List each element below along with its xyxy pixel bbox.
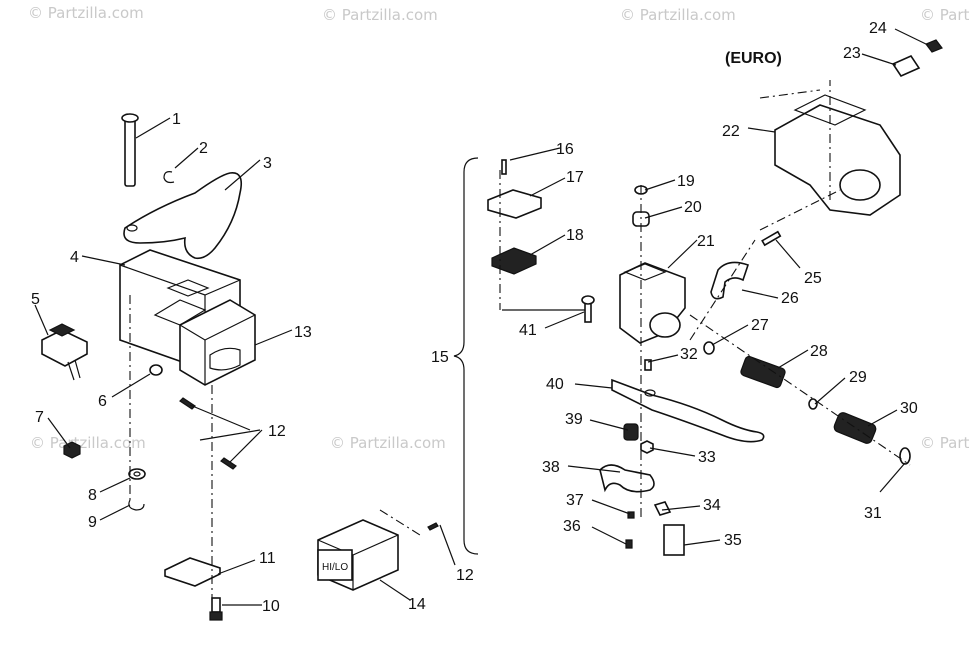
- part-washer-29: [808, 398, 818, 410]
- callout-37: 37: [566, 492, 584, 509]
- callout-31: 31: [864, 505, 882, 522]
- callout-16: 16: [556, 141, 574, 158]
- part-cover-11: [164, 557, 221, 587]
- callout-34: 34: [703, 497, 721, 514]
- euro-label: (EURO): [725, 50, 782, 67]
- callout-39: 39: [565, 411, 583, 428]
- callout-41: 41: [519, 322, 537, 339]
- part-spring-28: [740, 355, 786, 389]
- callout-13: 13: [294, 324, 312, 341]
- part-seal-31: [899, 447, 911, 465]
- watermark: © Partzilla.com: [330, 434, 446, 452]
- part-nut-33: [640, 440, 654, 454]
- part-switch-34: [653, 501, 672, 516]
- callout-11: 11: [259, 550, 276, 567]
- part-plate-35: [663, 524, 685, 556]
- part-washer-27: [703, 341, 715, 355]
- part-piston-30: [833, 412, 877, 444]
- watermark: © Partzilla.com: [28, 4, 144, 22]
- callout-38: 38: [542, 459, 560, 476]
- part-nut-7: [63, 441, 81, 459]
- part-diaphragm-18: [491, 247, 537, 275]
- callout-1: 1: [172, 111, 181, 128]
- part-screw-16: [501, 159, 507, 175]
- callout-32: 32: [680, 346, 698, 363]
- callout-15: 15: [431, 349, 449, 366]
- watermark: © Partzilla.com: [920, 6, 970, 24]
- part-master-cylinder-21: [619, 262, 686, 344]
- callout-12: 12: [268, 423, 286, 440]
- callout-18: 18: [566, 227, 584, 244]
- part-cap-24: [925, 39, 943, 53]
- callout-40: 40: [546, 376, 564, 393]
- callout-28: 28: [810, 343, 828, 360]
- part-clamp-26: [710, 261, 750, 300]
- callout-17: 17: [566, 169, 584, 186]
- callout-labels: 1 2 3 4 5 6 7 8 9 10 11 12 12 13 14 15 1…: [31, 20, 918, 615]
- callout-29: 29: [849, 369, 867, 386]
- part-bolt-41: [581, 295, 595, 323]
- callout-12: 12: [456, 567, 474, 584]
- callout-35: 35: [724, 532, 742, 549]
- part-bracket-38: [599, 464, 655, 493]
- part-pin-32: [644, 359, 652, 371]
- part-nut-37: [627, 511, 635, 519]
- part-fitting-23: [891, 54, 921, 78]
- callout-4: 4: [70, 249, 79, 266]
- callout-20: 20: [684, 199, 702, 216]
- part-washer-8: [128, 468, 146, 480]
- watermark: © Partzilla.com: [620, 6, 736, 24]
- part-master-cylinder-22: [774, 94, 901, 216]
- part-cover-17: [487, 189, 542, 219]
- part-screw-36: [625, 539, 633, 549]
- callout-19: 19: [677, 173, 695, 190]
- part-screw-12: [179, 397, 196, 410]
- callout-22: 22: [722, 123, 740, 140]
- part-switch-5: [41, 323, 88, 381]
- callout-5: 5: [31, 291, 40, 308]
- part-clip-2: [163, 171, 175, 184]
- part-switch-box-14: HI/LO: [317, 519, 399, 591]
- watermark: © Partzilla.com: [322, 6, 438, 24]
- callout-33: 33: [698, 449, 716, 466]
- callout-25: 25: [804, 270, 822, 287]
- part-bushing-6: [149, 364, 163, 376]
- callout-9: 9: [88, 514, 97, 531]
- part-screw-10: [209, 597, 223, 621]
- part-screw-12: [220, 457, 237, 470]
- part-handle-lever-3: [123, 172, 243, 260]
- callout-23: 23: [843, 45, 861, 62]
- callout-26: 26: [781, 290, 799, 307]
- callout-7: 7: [35, 409, 44, 426]
- callout-8: 8: [88, 487, 97, 504]
- callout-3: 3: [263, 155, 272, 172]
- callout-21: 21: [697, 233, 715, 250]
- callout-2: 2: [199, 140, 208, 157]
- part-screw-25: [761, 230, 782, 247]
- callout-36: 36: [563, 518, 581, 535]
- switch-label: HI/LO: [322, 562, 348, 573]
- part-spring-39: [623, 423, 639, 441]
- callout-6: 6: [98, 393, 107, 410]
- part-clip-9: [128, 499, 145, 511]
- watermark: © Partzilla.com: [30, 434, 146, 452]
- leader-lines: [34, 28, 929, 606]
- part-bolt-1: [121, 113, 139, 187]
- callout-27: 27: [751, 317, 769, 334]
- watermark: © Partzilla.com: [920, 434, 970, 452]
- callout-24: 24: [869, 20, 887, 37]
- assembly-bracket-15: [453, 157, 479, 555]
- part-screw-12: [427, 522, 439, 531]
- callout-30: 30: [900, 400, 918, 417]
- callout-10: 10: [262, 598, 280, 615]
- part-rocker-13: [179, 299, 256, 386]
- callout-14: 14: [408, 596, 426, 613]
